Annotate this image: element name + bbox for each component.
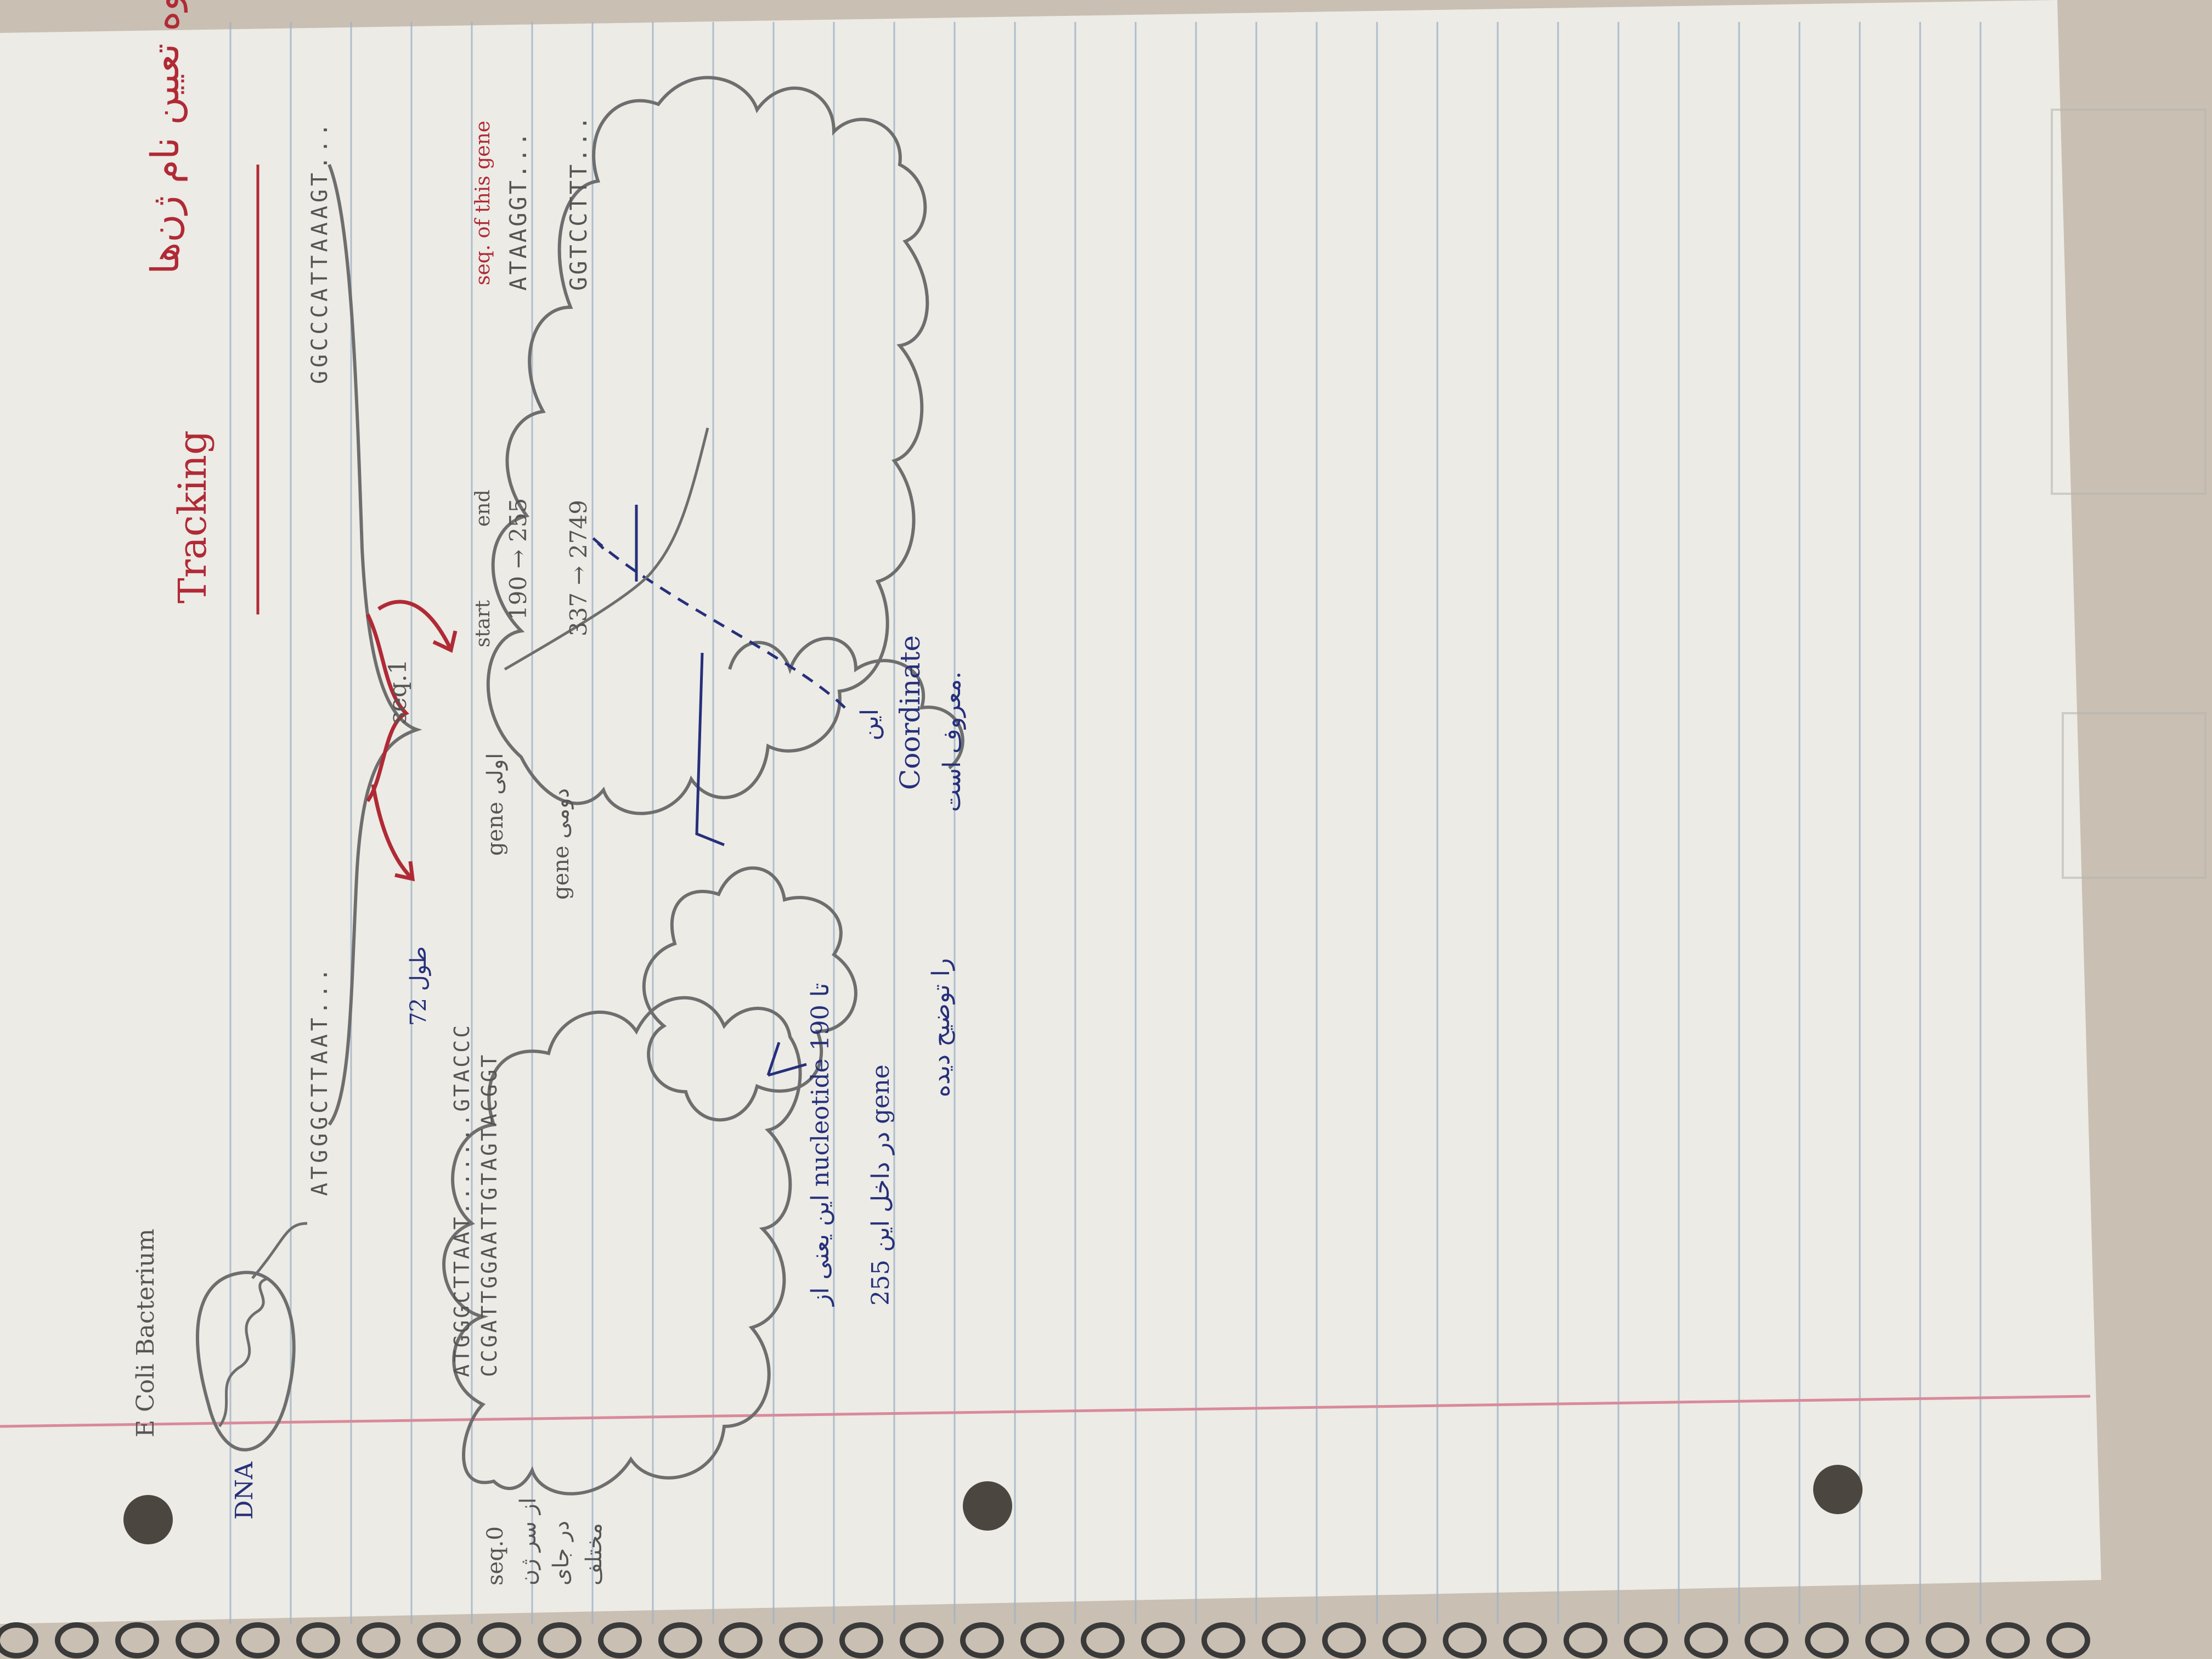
spiral-binding	[0, 1622, 2090, 1658]
title-english-word: Tracking	[170, 430, 215, 603]
blue-arrow-to-cloud	[766, 1042, 807, 1077]
dna-sequence-mid: ATGGGCTTAAT...	[307, 964, 332, 1196]
pencil-curve-top	[504, 427, 709, 671]
table-col-end: end	[472, 489, 494, 527]
left-cloud	[442, 996, 802, 1496]
red-brace	[365, 613, 409, 803]
seq-left-note-3: در جای	[549, 1520, 574, 1585]
pencil-arrow	[251, 1222, 308, 1279]
row1-coords: 190 → 255	[505, 498, 532, 620]
blue-note-1: این یعنی از nucleotide 190 تا	[806, 983, 834, 1306]
binder-hole	[123, 1495, 173, 1544]
ecoli-label: E Coli Bacterium	[132, 1228, 160, 1438]
length-note: طول 72	[406, 946, 431, 1026]
blue-arrow-to-coordinates	[591, 537, 846, 709]
row2-gene: gene دومی	[549, 788, 574, 900]
dna-label: DNA	[230, 1462, 258, 1520]
row1-gene: gene اولی	[483, 753, 508, 856]
binder-hole	[1813, 1465, 1863, 1514]
margin-line	[0, 1395, 2091, 1428]
seq-bottom-strand: CCGATTGGAATTGTAGTACGGT	[477, 1052, 501, 1377]
red-arrow-right	[377, 600, 458, 653]
big-cloud-right	[728, 636, 964, 770]
row2-coords: 337 → 2749	[565, 500, 592, 636]
sequence-brace	[328, 163, 422, 1126]
blue-note-2: 255 در داخل این gene	[867, 1064, 895, 1306]
table-col-start: start	[472, 600, 494, 647]
title-persian: نحوه تعیین نام ژن‌ها	[143, 0, 188, 274]
notebook-page	[0, 0, 2101, 1624]
row1-seq: ATAAGGT...	[505, 130, 532, 291]
seq-left-note-1: seq.0	[483, 1526, 508, 1585]
seq-left-note-4: مختلف	[582, 1523, 607, 1585]
bacterium-drawing	[196, 1271, 296, 1452]
right-cloud	[486, 76, 929, 815]
red-arrow-left	[371, 784, 415, 882]
dna-sequence-end: GGCCCATTAAAGT...	[307, 120, 332, 384]
dna-squiggle	[218, 1277, 269, 1427]
lower-cloud	[642, 866, 857, 1122]
binder-hole	[963, 1481, 1012, 1531]
coordinate-note-1: این	[856, 709, 884, 741]
seq-left-note-2: از سر ژن	[516, 1497, 541, 1585]
blue-note-3: را توضیح دیده	[927, 958, 955, 1097]
blue-bracket	[695, 652, 725, 847]
coordinate-note-3: معروف است.	[938, 671, 966, 812]
rule-lines	[229, 22, 1982, 1624]
table-col-seq: seq. of this gene	[472, 120, 494, 285]
row2-seq: GGTCCTTT...	[565, 114, 592, 291]
seq1-label: seq.1	[384, 659, 412, 724]
seq-top-strand: ATGGGCTTAAT.......GTACCC	[450, 1023, 474, 1377]
background-sheet	[2051, 109, 2207, 879]
coordinate-note-2: Coordinate	[894, 635, 926, 790]
